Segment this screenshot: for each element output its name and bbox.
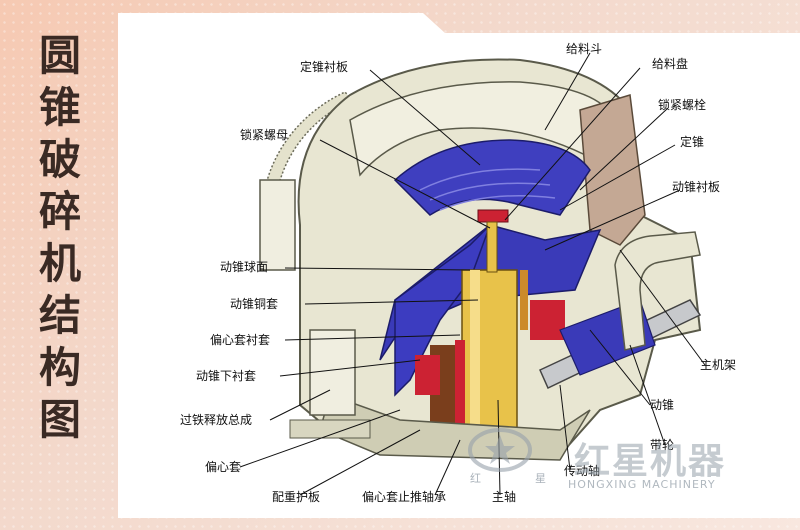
label-lock-nut: 锁紧螺母	[240, 128, 289, 142]
base-plate	[289, 419, 371, 439]
label-main-shaft: 主轴	[492, 490, 517, 504]
label-eccentric-sleeve: 偏心套	[205, 460, 242, 474]
bronze-bushing	[520, 270, 528, 330]
watermark-brand-en: HONGXING MACHINERY	[568, 478, 716, 491]
title-char: 碎	[38, 187, 81, 236]
watermark-brand: 红星机器	[574, 441, 727, 482]
title-char: 圆	[38, 31, 81, 80]
moving-cone-body	[394, 224, 491, 397]
pulley	[614, 231, 701, 351]
watermark-hong: 红	[470, 472, 481, 485]
label-moving-cone: 动锥	[650, 398, 675, 412]
title-char: 图	[38, 395, 81, 444]
title-char: 构	[38, 343, 81, 392]
eccentric-bushing	[455, 340, 465, 435]
title-char: 机	[38, 239, 81, 288]
label-moving-cone-lower-bushing: 动锥下衬套	[196, 369, 257, 383]
label-drive-shaft: 传动轴	[564, 464, 601, 478]
label-fixed-cone: 定锥	[680, 135, 705, 149]
label-main-frame: 主机架	[700, 358, 737, 372]
title-char: 破	[38, 135, 81, 184]
label-counterweight-guard: 配重护板	[272, 490, 321, 504]
lock-bolt	[486, 221, 498, 273]
tramp-release-cylinder	[309, 329, 356, 416]
feed-plate	[477, 209, 509, 223]
label-moving-cone-sphere: 动锥球面	[220, 260, 269, 274]
title-char: 锥	[38, 83, 81, 132]
label-lock-bolt: 锁紧螺栓	[658, 98, 707, 112]
bowl-ribs	[419, 168, 556, 211]
vertical-title: 圆锥破碎机结构图	[20, 30, 100, 446]
right-wall	[579, 94, 646, 246]
watermark-logo-icon	[468, 428, 532, 472]
leader-lines	[239, 52, 706, 496]
label-pulley: 带轮	[650, 438, 675, 452]
label-fixed-cone-liner: 定锥衬板	[300, 60, 349, 74]
watermark-xing: 星	[535, 472, 546, 485]
label-moving-cone-bushing: 动锥铜套	[230, 297, 279, 311]
label-moving-cone-liner: 动锥衬板	[672, 180, 721, 194]
label-feed-plate: 给料盘	[652, 57, 689, 71]
red-seal-right	[530, 300, 565, 340]
tramp-release-cylinder-2	[259, 179, 296, 271]
shaft-highlight	[470, 270, 480, 455]
label-eccentric-bushing-liner: 偏心套衬套	[210, 333, 271, 347]
red-seal-left	[415, 355, 440, 395]
title-char: 结	[38, 291, 81, 340]
label-eccentric-thrust-bearing: 偏心套止推轴承	[362, 490, 447, 504]
label-feed-hopper: 给料斗	[566, 42, 603, 56]
label-tramp-release-assembly: 过铁释放总成	[180, 413, 253, 427]
